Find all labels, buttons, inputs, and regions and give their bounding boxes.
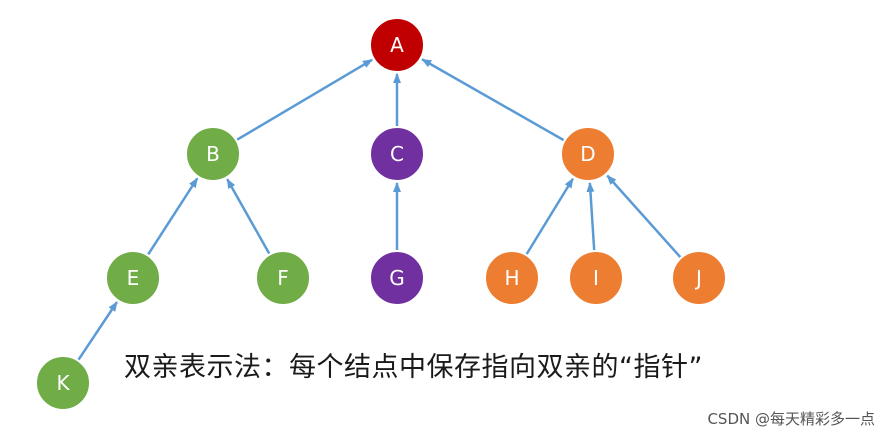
node-circle-f (255, 250, 311, 306)
edge-f-to-b (226, 178, 271, 255)
node-e: E (105, 250, 161, 306)
watermark-text: CSDN @每天精彩多一点 (707, 410, 875, 428)
node-circle-d (560, 126, 616, 182)
edge-j-to-d (606, 174, 682, 258)
node-label-d: D (580, 142, 595, 166)
node-label-i: I (593, 266, 599, 290)
node-circle-a (369, 17, 425, 73)
node-label-a: A (390, 33, 404, 57)
node-i: I (568, 250, 624, 306)
node-circle-i (568, 250, 624, 306)
node-label-g: G (389, 266, 405, 290)
node-label-f: F (277, 266, 289, 290)
node-circle-b (185, 126, 241, 182)
edge-k-to-e (77, 301, 118, 361)
node-circle-j (671, 250, 727, 306)
node-g: G (369, 250, 425, 306)
node-label-h: H (504, 266, 519, 290)
edge-i-to-d (586, 181, 596, 251)
node-circle-g (369, 250, 425, 306)
node-label-k: K (56, 371, 70, 395)
node-circle-k (35, 355, 91, 411)
node-label-c: C (390, 142, 404, 166)
node-f: F (255, 250, 311, 306)
node-label-j: J (694, 266, 702, 290)
node-c: C (369, 126, 425, 182)
node-h: H (484, 250, 540, 306)
node-d: D (560, 126, 616, 182)
node-j: J (671, 250, 727, 306)
edges-group (77, 58, 682, 361)
node-b: B (185, 126, 241, 182)
node-a: A (369, 17, 425, 73)
node-circle-c (369, 126, 425, 182)
node-label-e: E (127, 266, 140, 290)
edge-e-to-b (147, 177, 199, 256)
caption-text: 双亲表示法：每个结点中保存指向双亲的“指针” (124, 352, 703, 383)
node-label-b: B (206, 142, 220, 166)
edge-d-to-a (421, 58, 565, 142)
node-circle-e (105, 250, 161, 306)
edge-h-to-d (525, 177, 574, 255)
edge-b-to-a (236, 58, 373, 141)
node-k: K (35, 355, 91, 411)
nodes-group: A B C D E F G H I J K (35, 17, 727, 411)
node-circle-h (484, 250, 540, 306)
